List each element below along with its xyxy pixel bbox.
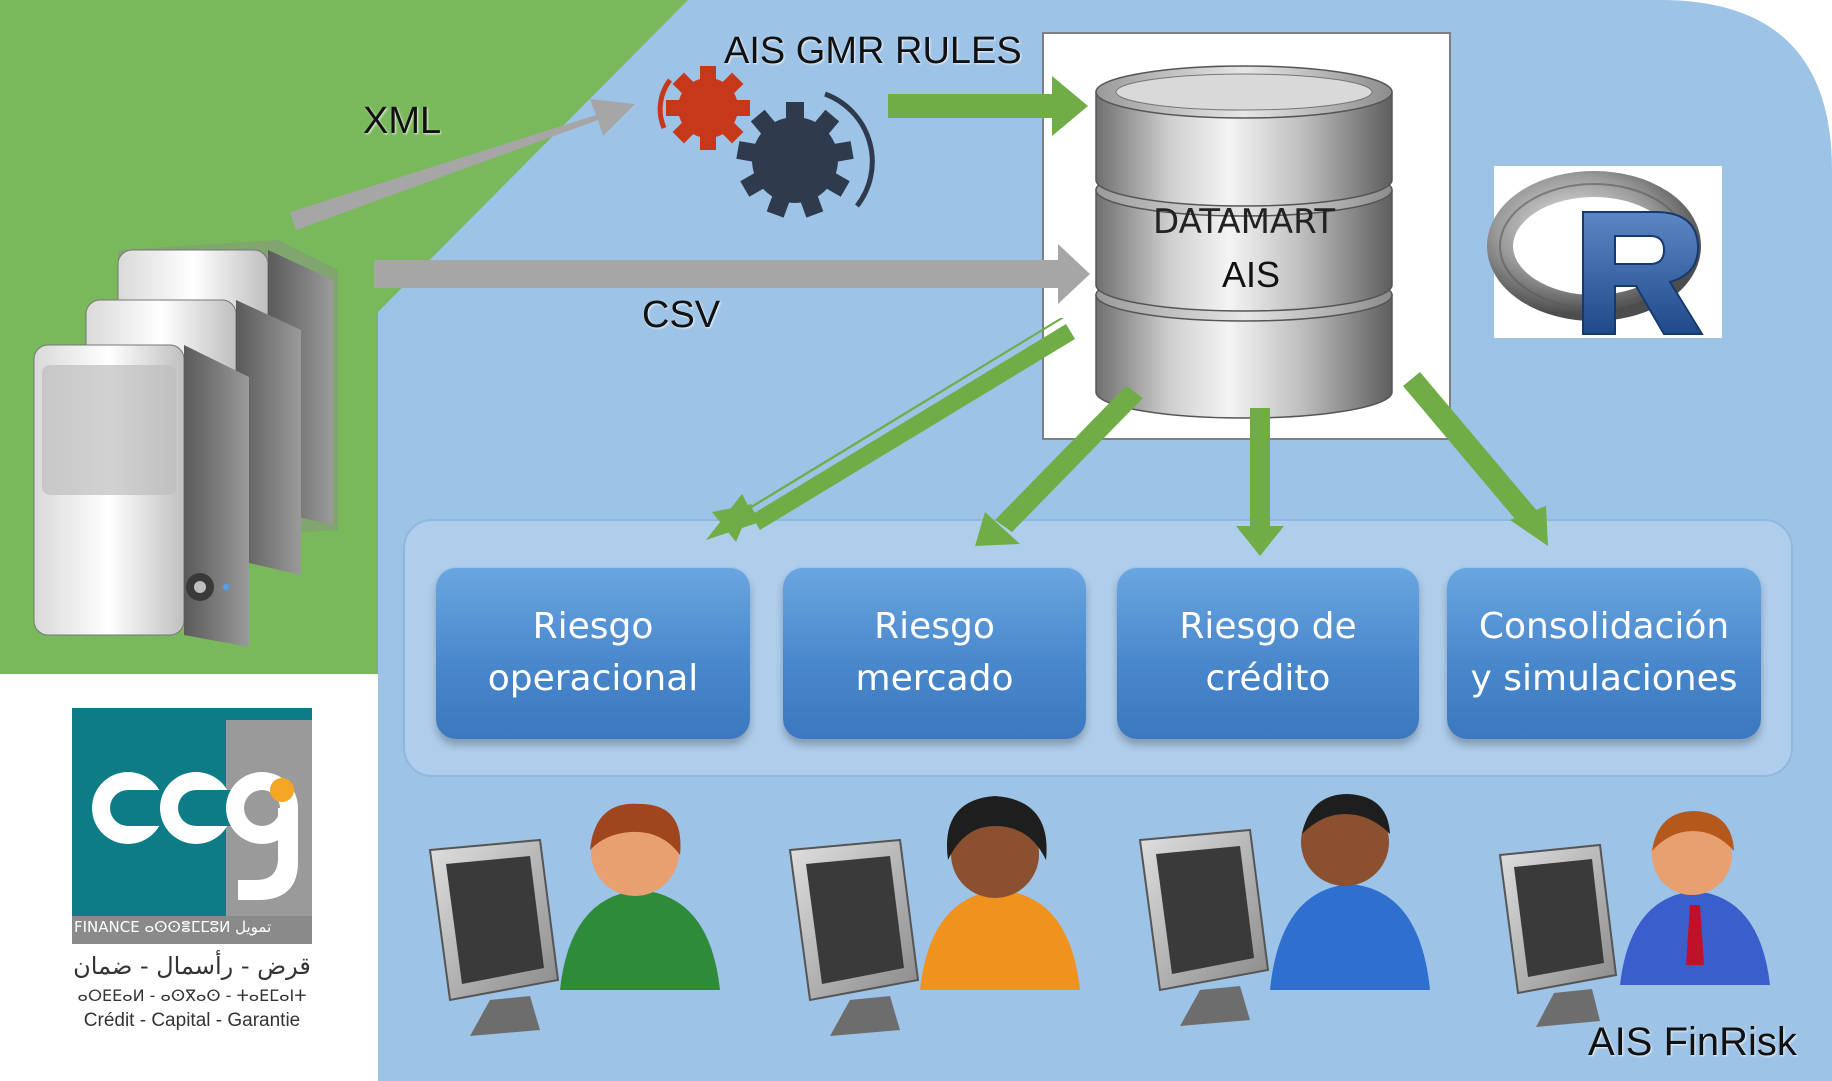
logo-arabic-line: قرض - رأسمال - ضمان	[73, 952, 311, 980]
module-line2: y simulaciones	[1470, 658, 1738, 699]
database-icon	[1095, 65, 1393, 419]
user-at-computer-icon	[1138, 794, 1430, 1026]
user-icons	[428, 794, 1770, 1036]
datamart-label: DATAMART	[1153, 202, 1336, 242]
module-line2: operacional	[487, 658, 699, 699]
logo-finance-line: FINANCE ⴰⵙⵙⴻⵎⵎⵓⵍ تمويل	[74, 918, 272, 936]
module-line1: Riesgo	[874, 606, 995, 647]
module-riesgo-mercado: Riesgo mercado	[783, 567, 1086, 739]
module-riesgo-operacional: Riesgo operacional	[436, 567, 750, 739]
user-at-computer-icon	[1498, 811, 1770, 1027]
module-line1: Consolidación	[1478, 606, 1730, 647]
logo-french-line: Crédit - Capital - Garantie	[83, 1010, 301, 1031]
gmr-to-datamart-arrow	[888, 76, 1088, 136]
server-rack-icon	[33, 240, 338, 647]
gears-icon	[657, 66, 875, 218]
module-line1: Riesgo de	[1179, 606, 1357, 647]
r-logo-icon	[1487, 166, 1722, 338]
module-line2: crédito	[1205, 658, 1331, 699]
logo-tifinagh-line: ⴰⵔⴹⴹⴰⵍ - ⴰⵙⴳⴰⵙ - ⵜⴰⴹⵎⴰⵏⵜ	[77, 986, 307, 1005]
finrisk-label: AIS FinRisk	[1588, 1020, 1797, 1064]
csv-label: CSV	[642, 294, 721, 336]
module-line1: Riesgo	[532, 606, 654, 647]
user-at-computer-icon	[428, 803, 720, 1036]
xml-arrow	[290, 99, 635, 230]
datamart-arrows	[706, 318, 1548, 556]
csv-arrow	[374, 244, 1090, 304]
xml-label: XML	[363, 100, 442, 142]
ccg-logo	[72, 708, 312, 944]
gmr-rules-label: AIS GMR RULES	[724, 30, 1022, 72]
user-at-computer-icon	[788, 796, 1080, 1036]
datamart-ais-label: AIS	[1222, 254, 1281, 295]
module-line2: mercado	[855, 658, 1014, 699]
modules-container	[403, 519, 1793, 777]
module-consolidacion: Consolidación y simulaciones	[1447, 567, 1761, 739]
module-riesgo-credito: Riesgo de crédito	[1117, 567, 1419, 739]
